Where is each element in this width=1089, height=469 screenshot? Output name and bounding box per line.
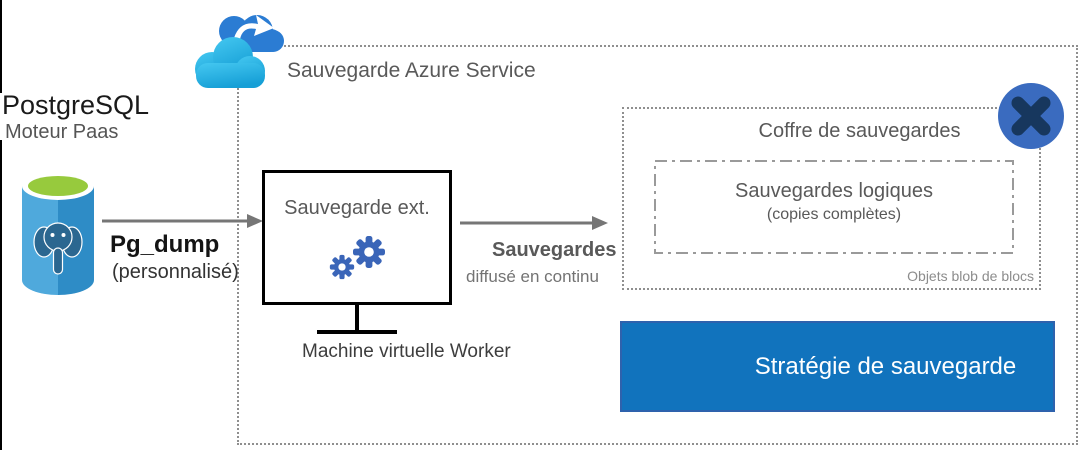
left-crop-line-top [0, 0, 2, 93]
logical-backups-box: Sauvegardes logiques (copies complètes) [654, 160, 1014, 254]
backups-sublabel: diffusé en continu [466, 267, 599, 286]
logical-backups-title: Sauvegardes logiques [735, 180, 933, 202]
logical-backups-subtitle: (copies complètes) [766, 206, 902, 223]
postgresql-database-icon [22, 172, 94, 295]
azure-service-label: Sauvegarde Azure Service [287, 59, 536, 82]
pgdump-sublabel: (personnalisé) [112, 261, 239, 283]
light-cloud-shape [195, 37, 265, 88]
sync-arrow-glyph [234, 15, 274, 39]
worker-vm-box: Sauvegarde ext. [262, 170, 452, 305]
backup-policy-box: Stratégie de sauvegarde [620, 321, 1055, 412]
azure-backup-cloud-icon [195, 15, 284, 88]
backup-ext-label: Sauvegarde ext. [284, 197, 430, 219]
postgresql-title: PostgreSQL [2, 90, 150, 120]
worker-vm-label: Machine virtuelle Worker [302, 341, 511, 362]
dashdot-border [654, 160, 1014, 254]
gears-icon [329, 236, 385, 280]
vault-badge-icon [998, 83, 1064, 149]
backups-stream-arrow [460, 216, 608, 230]
pgdump-arrow [102, 214, 263, 228]
backup-policy-label: Stratégie de sauvegarde [754, 352, 1017, 380]
pgdump-label: Pg_dump [110, 231, 220, 258]
backups-label: Sauvegardes [492, 239, 617, 261]
elephant-glyph [33, 222, 83, 275]
left-crop-line-bottom [0, 140, 2, 450]
monitor-stand [355, 305, 359, 332]
monitor-stand-base [317, 330, 397, 334]
vault-title: Coffre de sauvegardes [758, 120, 961, 142]
backup-vault-box: Coffre de sauvegardes Sauvegardes logiqu… [622, 107, 1041, 290]
azure-backup-service-boundary [237, 45, 1078, 445]
blob-footnote: Objets blob de blocs [907, 268, 1034, 284]
postgresql-subtitle: Moteur Paas [5, 121, 119, 143]
